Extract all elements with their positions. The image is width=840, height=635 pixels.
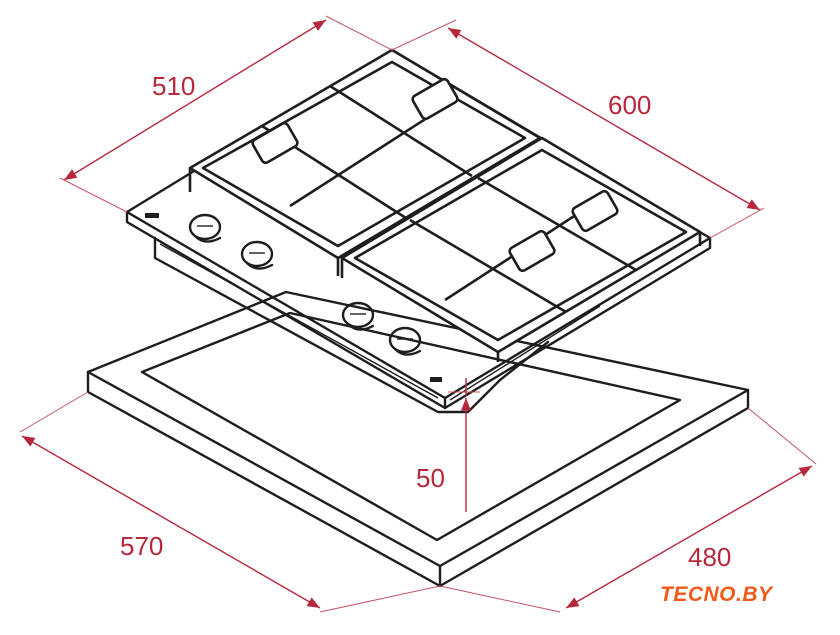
- dimension-height: 50: [416, 378, 480, 512]
- watermark-logo: TECNO.BY: [660, 583, 773, 606]
- knob: [188, 213, 222, 243]
- dimension-depth: 600: [391, 19, 765, 239]
- dimension-width: 510: [59, 15, 393, 213]
- control-knobs: [145, 213, 442, 382]
- knob: [388, 326, 422, 356]
- dimension-label-510: 510: [152, 71, 195, 101]
- brand-mark: [145, 213, 159, 218]
- knob: [341, 301, 375, 331]
- dimension-label-480: 480: [688, 542, 731, 572]
- knob: [240, 240, 274, 270]
- dimension-cutout-width: 570: [19, 391, 441, 613]
- dimension-label-570: 570: [120, 531, 163, 561]
- dimension-label-50: 50: [416, 463, 445, 493]
- brand-mark: [430, 377, 442, 382]
- dimension-cutout-depth: 480: [439, 407, 817, 613]
- dimension-label-600: 600: [608, 90, 651, 120]
